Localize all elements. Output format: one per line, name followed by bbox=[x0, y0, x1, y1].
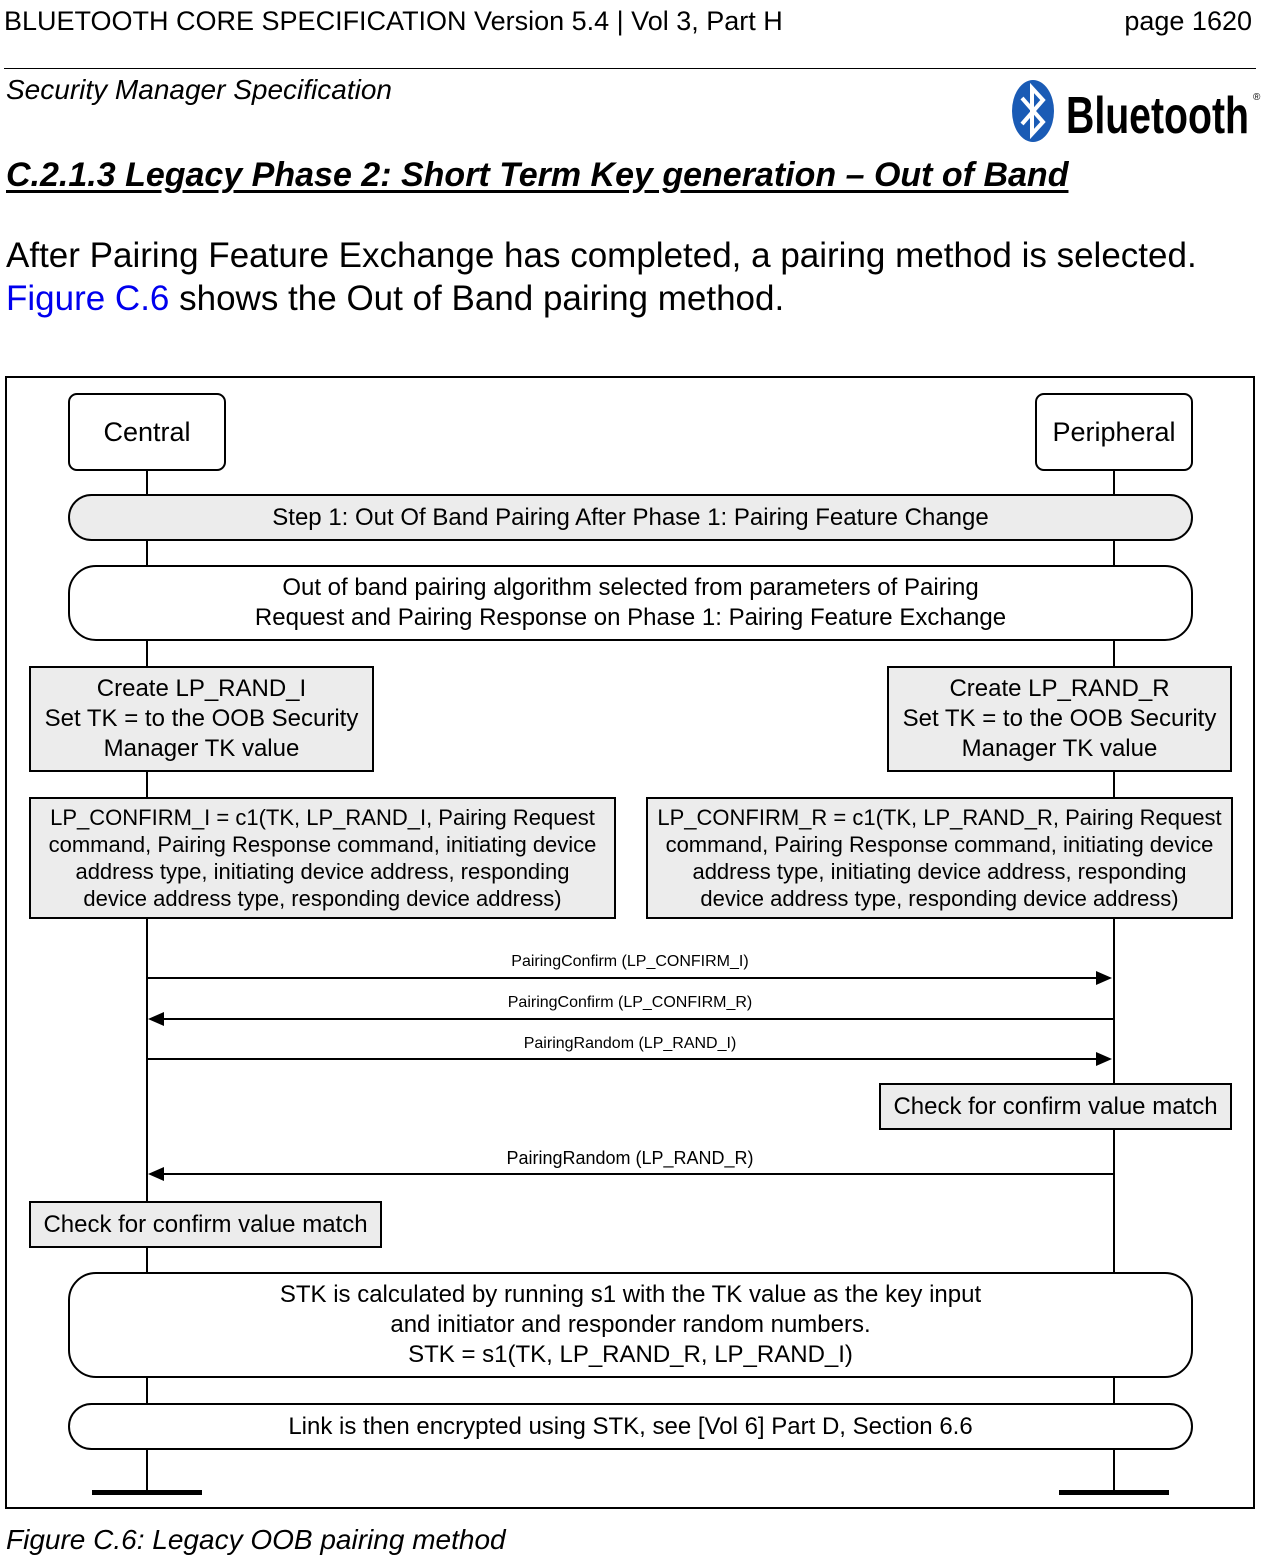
intro-text-after: shows the Out of Band pairing method. bbox=[169, 279, 785, 318]
msg-pairing-confirm-r: PairingConfirm (LP_CONFIRM_R) bbox=[507, 994, 753, 1011]
actor-peripheral: Peripheral bbox=[1035, 393, 1193, 471]
confirm-left-line-3: address type, initiating device address,… bbox=[75, 859, 570, 884]
section-title: C.2.1.3 Legacy Phase 2: Short Term Key g… bbox=[6, 156, 1069, 194]
create-right-line-1: Create LP_RAND_R bbox=[949, 675, 1170, 702]
document-subtitle: Security Manager Specification bbox=[6, 74, 392, 105]
central-lifeline-end bbox=[92, 1490, 202, 1495]
confirm-right-line-4: device address type, responding device a… bbox=[700, 886, 1179, 911]
registered-mark: ® bbox=[1253, 92, 1261, 103]
figure-caption: Figure C.6: Legacy OOB pairing method bbox=[6, 1524, 506, 1555]
confirm-left-line-4: device address type, responding device a… bbox=[83, 886, 562, 911]
confirm-left-line-2: command, Pairing Response command, initi… bbox=[48, 832, 597, 857]
algorithm-band: Out of band pairing algorithm selected f… bbox=[68, 565, 1193, 641]
arrow-pairing-confirm-r bbox=[148, 1012, 1114, 1026]
intro-text-before: After Pairing Feature Exchange has compl… bbox=[6, 236, 1197, 275]
create-rand-central: Create LP_RAND_I Set TK = to the OOB Sec… bbox=[29, 666, 374, 772]
stk-line-1: STK is calculated by running s1 with the… bbox=[279, 1281, 982, 1308]
figure-frame bbox=[5, 376, 1255, 1509]
confirm-left-line-1: LP_CONFIRM_I = c1(TK, LP_RAND_I, Pairing… bbox=[50, 805, 595, 830]
create-rand-peripheral: Create LP_RAND_R Set TK = to the OOB Sec… bbox=[887, 666, 1232, 772]
intro-paragraph: After Pairing Feature Exchange has compl… bbox=[6, 234, 1262, 320]
figure-link[interactable]: Figure C.6 bbox=[6, 279, 170, 318]
check-confirm-peripheral: Check for confirm value match bbox=[879, 1083, 1232, 1130]
algorithm-line-2: Request and Pairing Response on Phase 1:… bbox=[254, 604, 1007, 631]
create-right-line-2: Set TK = to the OOB Security bbox=[902, 705, 1217, 732]
confirm-calc-central: LP_CONFIRM_I = c1(TK, LP_RAND_I, Pairing… bbox=[29, 797, 616, 919]
create-left-line-1: Create LP_RAND_I bbox=[96, 675, 307, 702]
create-left-line-2: Set TK = to the OOB Security bbox=[44, 705, 359, 732]
link-encrypted-band: Link is then encrypted using STK, see [V… bbox=[68, 1403, 1193, 1450]
logo-wordmark: Bluetooth bbox=[1066, 87, 1249, 145]
peripheral-lifeline-end bbox=[1059, 1490, 1169, 1495]
confirm-right-line-3: address type, initiating device address,… bbox=[692, 859, 1187, 884]
step1-band: Step 1: Out Of Band Pairing After Phase … bbox=[68, 494, 1193, 541]
algorithm-line-1: Out of band pairing algorithm selected f… bbox=[282, 574, 979, 601]
confirm-right-line-1: LP_CONFIRM_R = c1(TK, LP_RAND_R, Pairing… bbox=[657, 805, 1222, 830]
msg-pairing-confirm-i: PairingConfirm (LP_CONFIRM_I) bbox=[511, 953, 749, 970]
arrow-pairing-confirm-i bbox=[147, 971, 1112, 985]
msg-pairing-random-r: PairingRandom (LP_RAND_R) bbox=[506, 1148, 754, 1168]
central-lifeline bbox=[146, 470, 148, 1494]
confirm-right-line-2: command, Pairing Response command, initi… bbox=[665, 832, 1214, 857]
bluetooth-logo: Bluetooth ® bbox=[1008, 78, 1264, 146]
spec-title: BLUETOOTH CORE SPECIFICATION Version 5.4… bbox=[4, 6, 783, 36]
page-number: page 1620 bbox=[1124, 6, 1252, 36]
stk-line-3: STK = s1(TK, LP_RAND_R, LP_RAND_I) bbox=[408, 1341, 853, 1368]
msg-pairing-random-i: PairingRandom (LP_RAND_I) bbox=[523, 1035, 737, 1052]
create-left-line-3: Manager TK value bbox=[103, 735, 300, 762]
actor-central: Central bbox=[68, 393, 226, 471]
confirm-calc-peripheral: LP_CONFIRM_R = c1(TK, LP_RAND_R, Pairing… bbox=[646, 797, 1233, 919]
peripheral-lifeline bbox=[1113, 470, 1115, 1494]
arrow-pairing-random-i bbox=[147, 1052, 1112, 1066]
check-confirm-central: Check for confirm value match bbox=[29, 1201, 382, 1248]
header-divider bbox=[4, 68, 1256, 69]
arrow-pairing-random-r bbox=[148, 1167, 1114, 1181]
stk-calculation-band: STK is calculated by running s1 with the… bbox=[68, 1272, 1193, 1378]
stk-line-2: and initiator and responder random numbe… bbox=[390, 1311, 871, 1338]
create-right-line-3: Manager TK value bbox=[961, 735, 1158, 762]
